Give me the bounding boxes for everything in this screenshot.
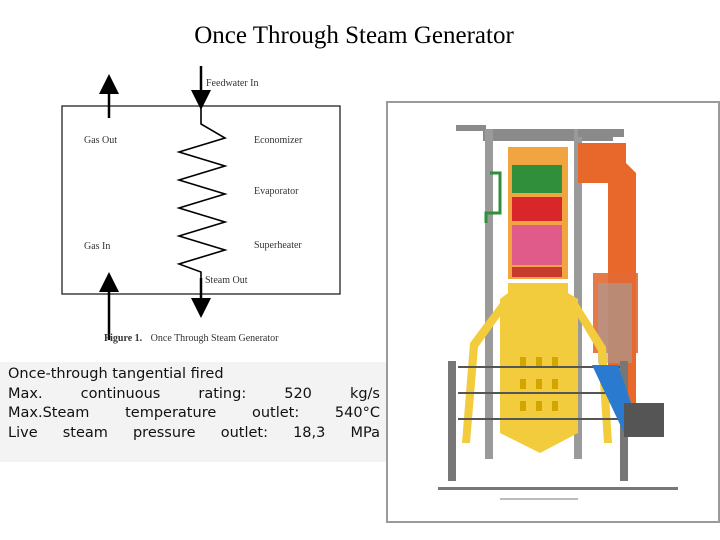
spec-steam-temperature: Max.Steam temperature outlet: 540°C [8, 404, 380, 424]
boiler-illustration [386, 101, 720, 523]
spec-max-rating: Max. continuous rating: 520 kg/s [8, 385, 380, 405]
spec-word: steam [62, 424, 108, 441]
left-support-strut [462, 303, 504, 443]
figure-caption-label: Figure 1. [104, 333, 143, 344]
right-support-strut [574, 303, 612, 443]
steam-out-label: Steam Out [205, 275, 248, 286]
roof-beam-left-ext [456, 125, 486, 131]
spec-word: outlet: [251, 405, 300, 421]
spec-word: kg/s [349, 385, 380, 402]
spec-word: 540°C [334, 405, 380, 421]
support-column-left-upper [485, 129, 493, 459]
spec-word: Live [8, 424, 38, 441]
lower-superheater-bank [512, 267, 562, 277]
economizer-label: Economizer [254, 135, 303, 146]
heat-exchanger-coil [176, 106, 228, 278]
spec-steam-pressure: Live steam pressure outlet: 18,3 MPa [8, 424, 380, 444]
spec-word: continuous [80, 385, 161, 402]
boiler-drawing [438, 125, 678, 500]
spec-word: 18,3 [293, 424, 326, 441]
spec-word: MPa [350, 424, 380, 441]
spec-firing-type: Once-through tangential fired [8, 366, 224, 382]
superheater-label: Superheater [254, 240, 302, 251]
spec-word: rating: [198, 385, 247, 402]
figure-caption: Figure 1. Once Through Steam Generator [104, 333, 279, 344]
side-piping [484, 171, 502, 223]
superheater-bank [512, 197, 562, 221]
spec-word: outlet: [220, 424, 268, 441]
spec-word: Max.Steam [8, 405, 90, 421]
evaporator-label: Evaporator [254, 186, 299, 197]
economizer-bank [512, 165, 562, 193]
burner-windows [520, 357, 558, 411]
feedwater-in-label: Feedwater In [206, 78, 258, 89]
gas-in-label: Gas In [84, 241, 110, 252]
schematic-diagram: Feedwater In Gas Out Economizer Evaporat… [61, 66, 341, 344]
left-column-lower [448, 361, 456, 481]
upper-beam [578, 129, 624, 137]
spec-word: Max. [8, 385, 43, 402]
support-column-right-upper [574, 129, 582, 459]
spec-block: Once-through tangential fired Max. conti… [0, 362, 388, 462]
slide-title: Once Through Steam Generator [194, 22, 514, 49]
reheater-bank [512, 225, 562, 265]
spec-word: 520 [284, 385, 312, 402]
spec-word: temperature [125, 405, 217, 421]
figure-caption-text: Once Through Steam Generator [151, 333, 279, 344]
base-equipment [624, 403, 664, 437]
gas-out-label: Gas Out [84, 135, 117, 146]
spec-word: pressure [132, 424, 196, 441]
ground-line [438, 487, 678, 490]
